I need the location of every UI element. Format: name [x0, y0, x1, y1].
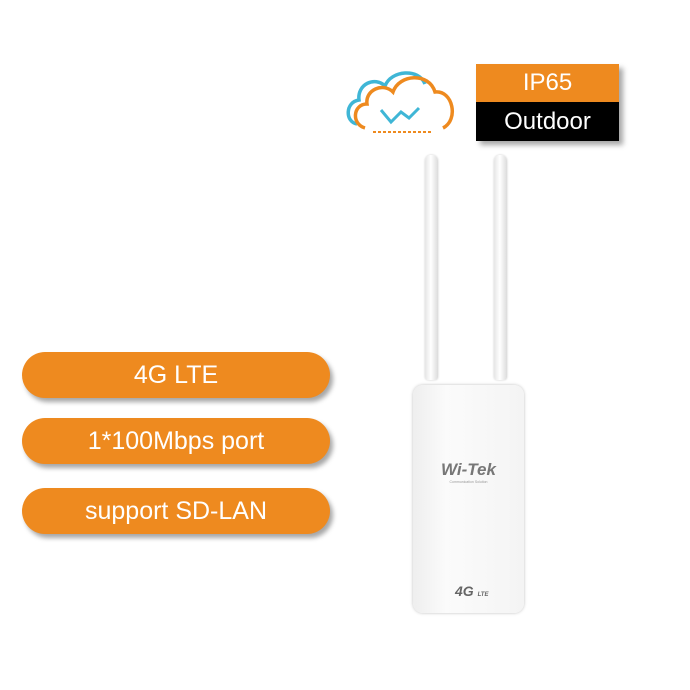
brand-tagline: Communication Solution [449, 480, 488, 484]
outdoor-label: Outdoor [476, 102, 619, 141]
network-sub-label: LTE [477, 592, 489, 598]
feature-pill-4g-lte: 4G LTE [22, 352, 330, 398]
ip-rating-label: IP65 [476, 64, 619, 102]
antenna-right [494, 155, 507, 380]
4g-lte-logo: 4G LTE [455, 583, 488, 599]
antenna-left [425, 155, 438, 380]
cloud-logo-icon [343, 62, 458, 137]
feature-pill-sd-lan: support SD-LAN [22, 488, 330, 534]
ip65-outdoor-badge: IP65 Outdoor [476, 64, 619, 141]
feature-pill-port: 1*100Mbps port [22, 418, 330, 464]
router-device: Wi-Tek Communication Solution 4G LTE [413, 385, 524, 613]
network-label: 4G [455, 583, 474, 599]
brand-logo: Wi-Tek [441, 460, 496, 479]
